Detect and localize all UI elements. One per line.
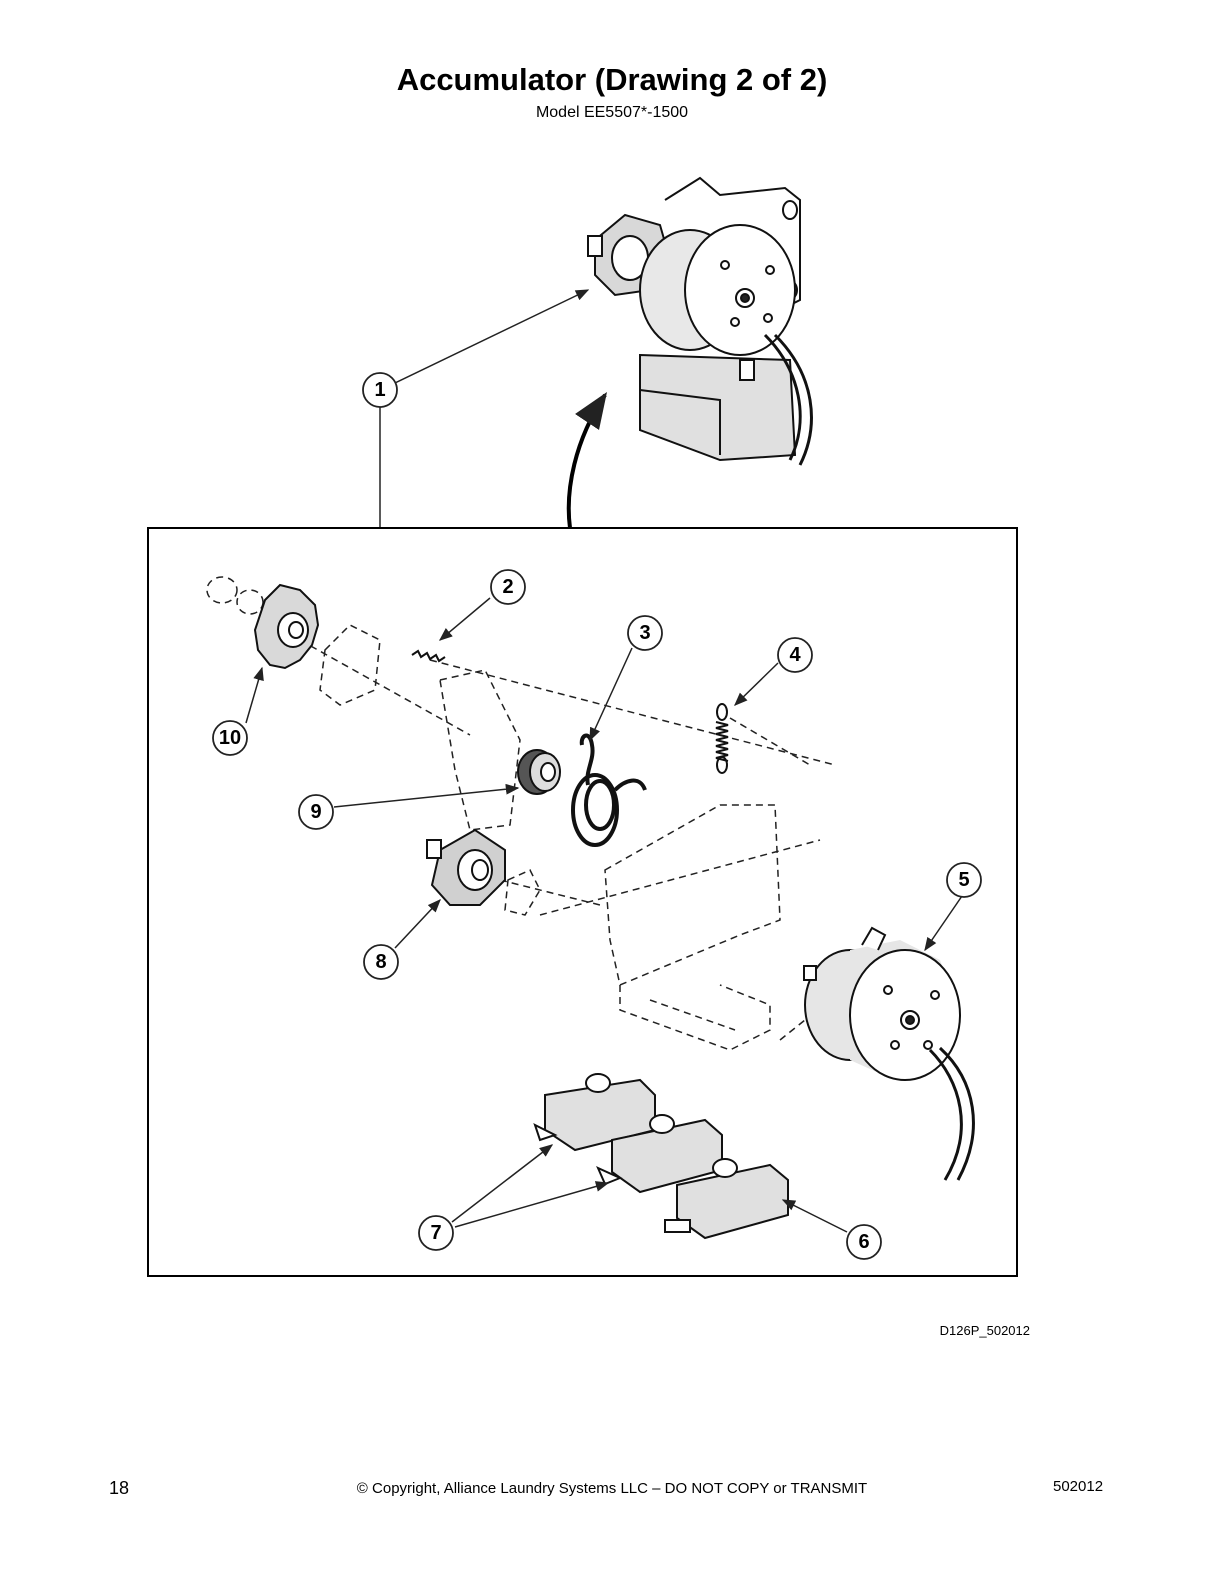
extension-spring-part	[715, 703, 729, 774]
callout-2: 2	[490, 569, 526, 605]
callout-10: 10	[212, 720, 248, 756]
exploded-parts	[253, 583, 975, 1240]
callout-label: 7	[430, 1222, 441, 1244]
cam-part	[426, 828, 506, 906]
callout-6: 6	[846, 1224, 882, 1260]
callout-label: 8	[375, 951, 386, 973]
callout-7: 7	[418, 1215, 454, 1251]
callout-label: 6	[858, 1231, 869, 1253]
callout-5: 5	[946, 862, 982, 898]
sprocket-gear-part	[253, 583, 320, 670]
callout-label: 9	[310, 801, 321, 823]
document-number: 502012	[1053, 1478, 1104, 1495]
timer-motor-part	[803, 926, 975, 1181]
copyright-notice: © Copyright, Alliance Laundry Systems LL…	[356, 1480, 868, 1497]
callout-9: 9	[298, 794, 334, 830]
callout-8: 8	[363, 944, 399, 980]
accumulator-assembly-illustration	[587, 176, 813, 466]
callout-label: 4	[789, 644, 801, 666]
callout-label: 2	[502, 576, 513, 598]
small-spring-part	[411, 649, 446, 663]
assembly-arrow	[566, 392, 607, 529]
bushing-part	[517, 749, 561, 795]
callout-label: 3	[639, 622, 650, 644]
model-subtitle: Model EE5507*-1500	[535, 104, 689, 121]
torsion-spring-part	[571, 733, 647, 847]
drawing-code: D126P_502012	[939, 1323, 1030, 1338]
page-number: 18	[109, 1478, 130, 1498]
callout-3: 3	[627, 615, 663, 651]
callouts: 1 2 3 4 5 6 7 8 9 10	[212, 372, 982, 1260]
exploded-view-frame	[147, 527, 1018, 1277]
leader-lines	[245, 597, 963, 1233]
callout-4: 4	[777, 637, 813, 673]
callout-label: 1	[374, 379, 385, 401]
callout-label: 10	[219, 727, 241, 749]
callout-label: 5	[958, 869, 969, 891]
callout-1: 1	[362, 372, 398, 408]
microswitch-lower-part	[664, 1158, 789, 1240]
page-title: Accumulator (Drawing 2 of 2)	[396, 62, 828, 97]
